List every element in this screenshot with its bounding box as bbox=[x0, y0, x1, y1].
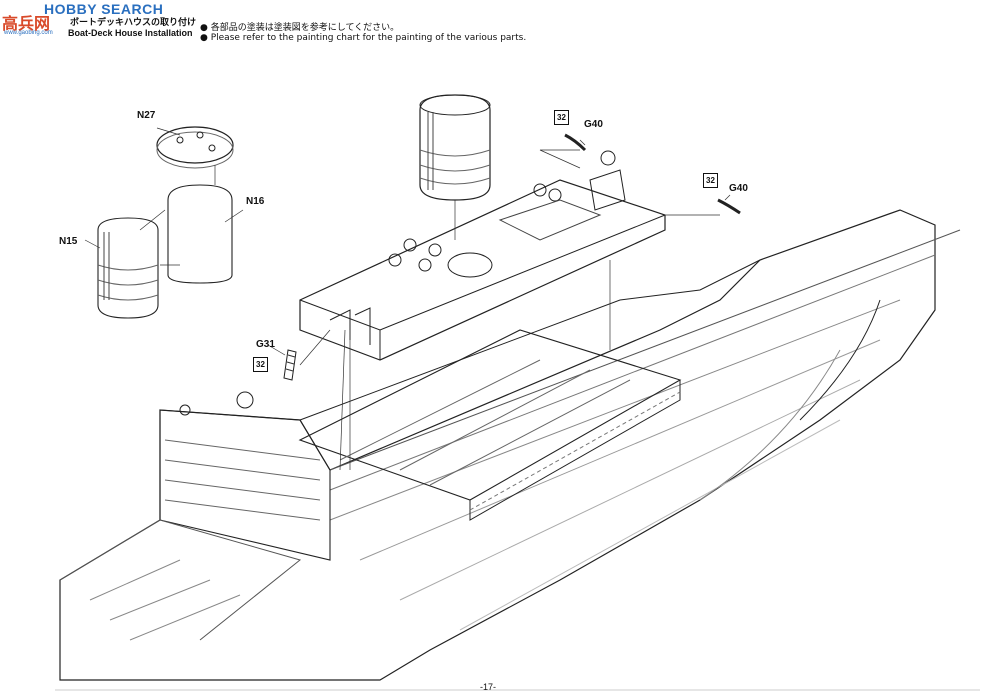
painting-note-jp-text: 各部品の塗装は塗装図を参考にしてください。 bbox=[210, 23, 400, 33]
boat-deckhouse bbox=[299, 150, 666, 361]
part-label-n27: N27 bbox=[137, 110, 156, 121]
lower-deckhouse bbox=[298, 329, 682, 521]
paint-code-badge-g31: 32 bbox=[253, 357, 268, 372]
paint-code-badge-g40-right: 32 bbox=[703, 173, 718, 188]
part-label-n16: N16 bbox=[246, 196, 265, 207]
guide-lines bbox=[84, 127, 731, 471]
watermark-url: www.gaobing.com bbox=[4, 30, 53, 36]
part-label-n15: N15 bbox=[59, 236, 78, 247]
page-number: -17- bbox=[480, 682, 497, 692]
watermark: 高兵网 HOBBY SEARCH www.gaobing.com bbox=[0, 0, 190, 40]
small-parts bbox=[283, 133, 741, 381]
paint-code-badge-g40-top: 32 bbox=[554, 110, 569, 125]
header-title-jp: ボートデッキハウスの取り付け bbox=[70, 18, 197, 28]
part-label-g31: G31 bbox=[256, 339, 275, 350]
header-title-en: Boat-Deck House Installation bbox=[68, 28, 193, 38]
painting-note-en-text: Please refer to the painting chart for t… bbox=[210, 33, 527, 43]
ship-hull bbox=[59, 209, 961, 681]
painting-note-en: ● Please refer to the painting chart for… bbox=[200, 33, 527, 43]
part-label-g40-right: G40 bbox=[729, 183, 748, 194]
watermark-title: HOBBY SEARCH bbox=[44, 1, 164, 17]
funnel-large bbox=[419, 94, 491, 201]
watermark-cn: 高兵网 bbox=[2, 14, 51, 33]
part-label-g40-top: G40 bbox=[584, 119, 603, 130]
painting-note-jp: ● 各部品の塗装は塗装図を参考にしてください。 bbox=[200, 23, 400, 33]
funnel-parts bbox=[97, 126, 234, 319]
bridge-block bbox=[59, 391, 331, 641]
